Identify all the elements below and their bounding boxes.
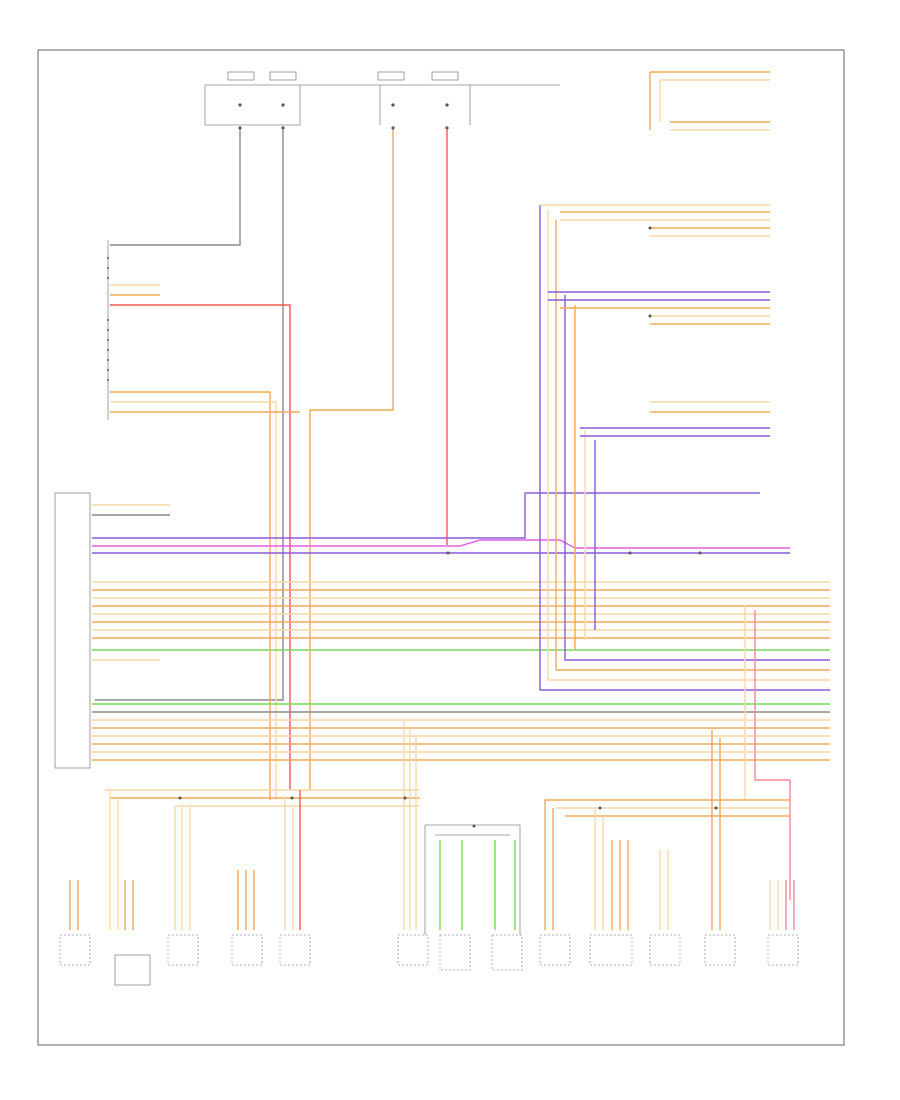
- diagram-frame: [37, 49, 845, 1046]
- sensor-subframe: [424, 824, 521, 945]
- bottom-drops: [69, 720, 795, 930]
- top-right-connector: [649, 71, 770, 131]
- ecu-pin-wires: [92, 492, 830, 761]
- left-connector-upper: [107, 240, 109, 420]
- wire-left-5: [110, 401, 277, 800]
- right-vertical-harness: [539, 205, 830, 900]
- wire-left-4: [110, 391, 271, 800]
- wire-left-3: [110, 304, 291, 790]
- fuse-panel-top: [204, 71, 560, 130]
- wire-fuse-3: [309, 130, 394, 790]
- wire-fuse-1: [110, 130, 241, 246]
- control-module-block: [54, 492, 91, 769]
- junction-dots: [178, 226, 718, 828]
- wire-fuse-2: [95, 130, 284, 701]
- bottom-bus: [105, 789, 790, 817]
- bottom-components: [59, 934, 799, 986]
- right-feeder-wires: [540, 204, 770, 437]
